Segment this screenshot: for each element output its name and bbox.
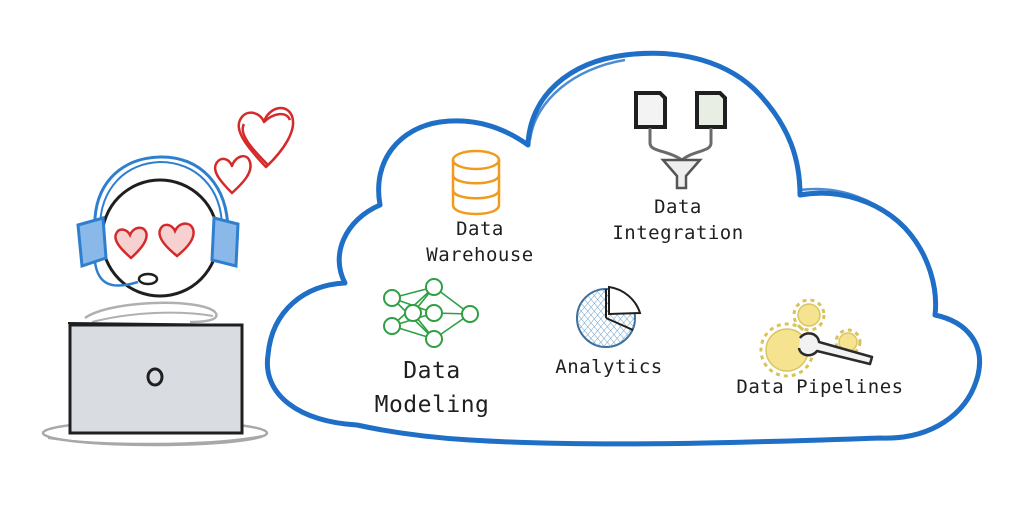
neural-network-icon xyxy=(383,278,479,348)
pie-chart-icon xyxy=(576,285,642,348)
label-analytics: Analytics xyxy=(555,356,663,378)
label-data-integration-line2: Integration xyxy=(612,222,744,244)
person-with-headset-icon xyxy=(76,155,240,324)
cloud-outline-sketch xyxy=(528,58,903,227)
laptop-icon xyxy=(41,322,269,447)
label-data-modeling-line1: Data xyxy=(403,358,461,384)
cloud-outline xyxy=(264,50,982,447)
label-data-modeling-line2: Modeling xyxy=(374,392,490,418)
documents-funnel-icon xyxy=(634,91,727,190)
label-data-warehouse-line2: Warehouse xyxy=(426,244,534,266)
database-cylinder-icon xyxy=(451,149,501,216)
hearts-icon xyxy=(213,106,295,195)
label-data-pipelines: Data Pipelines xyxy=(736,376,904,398)
label-data-integration-line1: Data xyxy=(654,196,702,218)
label-data-warehouse-line1: Data xyxy=(456,218,504,240)
gears-wrench-icon xyxy=(759,298,874,378)
cloud-shape xyxy=(264,50,982,447)
